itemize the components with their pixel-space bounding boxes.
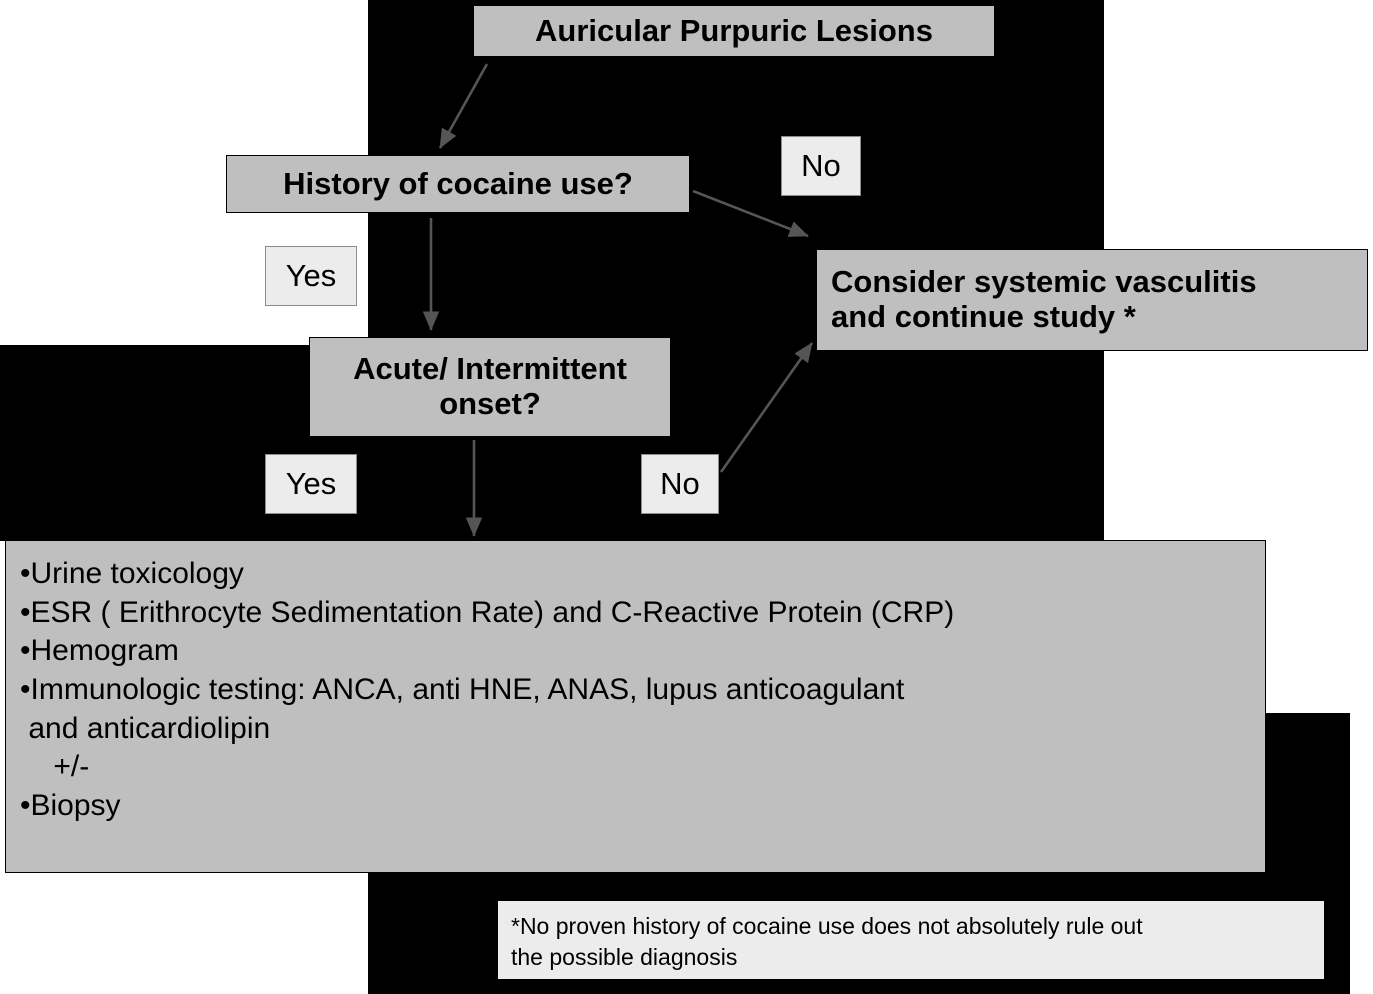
workup-line: •Hemogram — [20, 634, 179, 668]
workup-line: and anticardiolipin — [20, 711, 271, 745]
node-onset-line-1: Acute/ Intermittent — [353, 351, 627, 387]
footnote-panel: *No proven history of cocaine use does n… — [497, 900, 1325, 980]
node-workup-panel[interactable]: •Urine toxicology •ESR ( Erithrocyte Sed… — [5, 540, 1266, 873]
footnote-line-1: *No proven history of cocaine use does n… — [511, 913, 1143, 939]
node-history-of-cocaine-use[interactable]: History of cocaine use? — [226, 155, 690, 213]
footnote-line-2: the possible diagnosis — [511, 944, 738, 971]
node-acute-intermittent-onset[interactable]: Acute/ Intermittent onset? — [309, 337, 671, 437]
edge-label-yes-from-onset: Yes — [265, 454, 357, 514]
workup-line: •Immunologic testing: ANCA, anti HNE, AN… — [20, 673, 905, 707]
node-vasculitis-line-1: Consider systemic vasculitis — [831, 264, 1257, 300]
edge-label-no-from-history: No — [781, 136, 861, 196]
node-auricular-purpuric-lesions[interactable]: Auricular Purpuric Lesions — [473, 5, 995, 57]
node-consider-systemic-vasculitis[interactable]: Consider systemic vasculitis and continu… — [816, 249, 1368, 351]
workup-line: +/- — [20, 750, 90, 784]
workup-line: •Urine toxicology — [20, 557, 244, 590]
edge-label-yes-from-history: Yes — [265, 246, 357, 306]
node-vasculitis-line-2: and continue study * — [831, 299, 1136, 334]
node-onset-line-2: onset? — [439, 386, 541, 421]
workup-line: •ESR ( Erithrocyte Sedimentation Rate) a… — [20, 595, 955, 629]
edge-label-no-from-onset: No — [641, 454, 719, 514]
workup-line: •Biopsy — [20, 789, 121, 823]
